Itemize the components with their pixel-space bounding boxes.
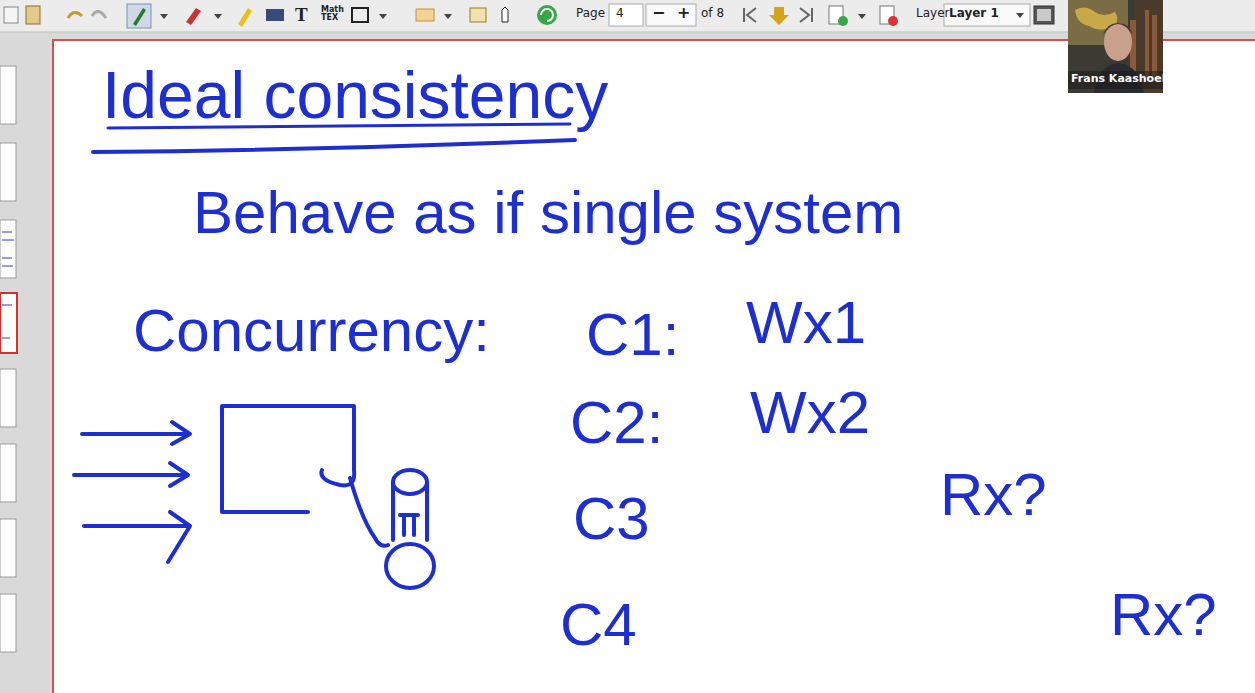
participant-name: Frans Kaashoek <box>1071 73 1169 86</box>
server-box <box>222 406 388 546</box>
page-thumbnails <box>0 66 17 652</box>
write-op: Wx2 <box>750 378 870 447</box>
title-underline <box>93 140 575 152</box>
toolbar-icons <box>4 4 1054 28</box>
request-arrows <box>74 422 190 562</box>
read-op: Rx? <box>1110 580 1217 649</box>
text-tool-icon: T <box>295 4 308 26</box>
client-label: C4 <box>560 590 637 659</box>
client-label: C3 <box>573 484 650 553</box>
page-down-button: − <box>652 4 665 22</box>
toolbar-edge <box>0 32 1255 33</box>
board-note: Behave as if single system <box>193 178 903 247</box>
write-op: Wx1 <box>746 288 866 357</box>
toolbar <box>0 0 1255 32</box>
layer-label: Layer <box>916 7 949 21</box>
board-title: Ideal consistency <box>102 58 608 134</box>
page-label: Page <box>576 7 605 21</box>
read-op: Rx? <box>940 460 1047 529</box>
math-tool-icon: Math TEX <box>321 6 343 22</box>
page-up-button: + <box>677 4 690 22</box>
layer-select: Layer 1 <box>949 7 999 21</box>
disk-symbol <box>386 470 434 588</box>
page-count: of 8 <box>701 7 724 21</box>
client-label: C1: <box>586 300 679 369</box>
page-number: 4 <box>616 7 624 21</box>
client-label: C2: <box>570 388 663 457</box>
page-border <box>53 40 1255 693</box>
page <box>53 40 1255 693</box>
board-note: Concurrency: <box>133 296 490 365</box>
